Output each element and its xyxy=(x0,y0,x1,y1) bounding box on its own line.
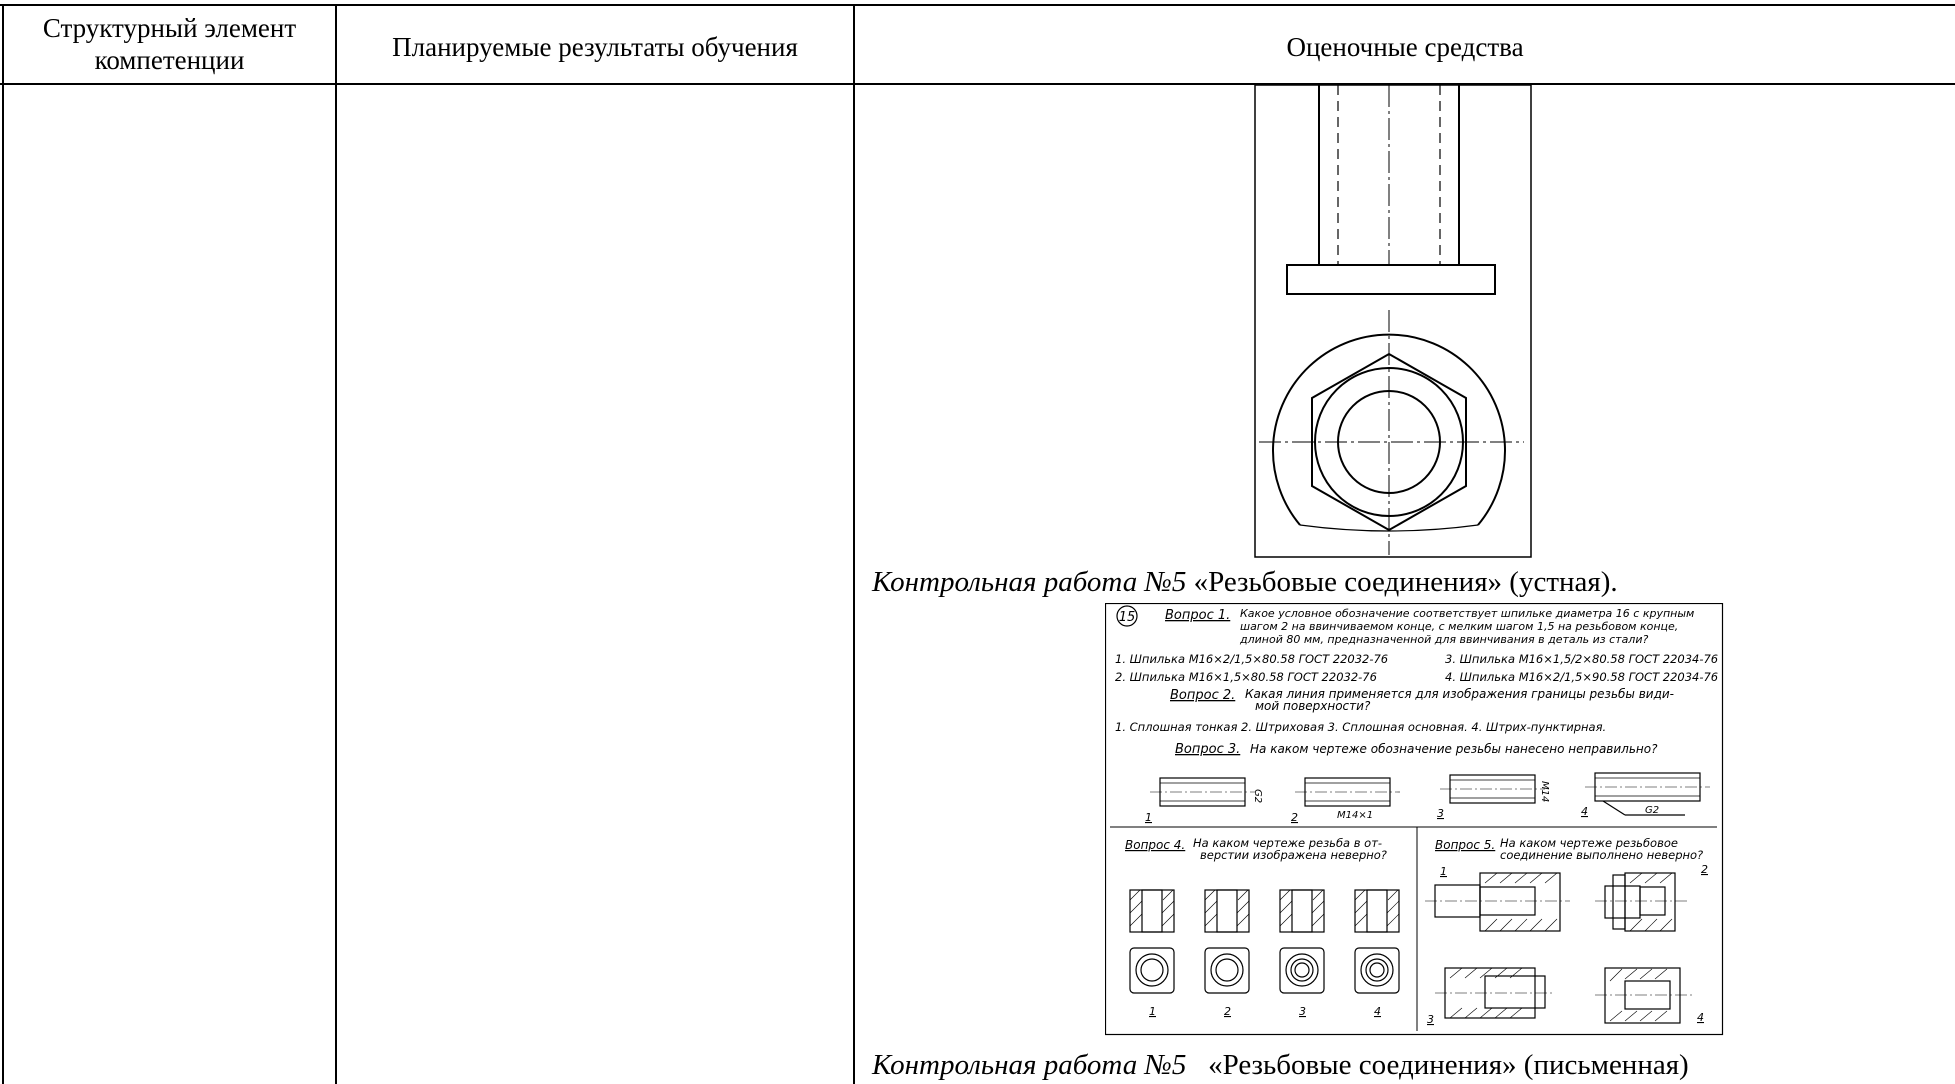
q5-text-line1: На каком чертеже резьбовое xyxy=(1500,836,1678,850)
header-bottom-border xyxy=(0,83,1955,85)
q4-number-1: 1 xyxy=(1149,1005,1156,1018)
caption-written-test-subtitle: «Резьбовые соединения» (письменная) xyxy=(1186,1049,1689,1081)
table-top-border xyxy=(0,4,1955,6)
q1-text-line1: Какое условное обозначение соответствует… xyxy=(1240,607,1694,620)
q4-nut-drawings xyxy=(1129,889,1400,994)
q2-options: 1. Сплошная тонкая 2. Штриховая 3. Сплош… xyxy=(1115,720,1606,734)
q1-option-3: 3. Шпилька М16×1,5/2×80.58 ГОСТ 22034-76 xyxy=(1445,652,1718,666)
q5-number-3: 3 xyxy=(1427,1013,1434,1026)
q1-label: Вопрос 1. xyxy=(1165,608,1230,623)
q3-number-1: 1 xyxy=(1145,811,1152,824)
q3-mark-1: G2 xyxy=(1252,789,1263,803)
q4-number-4: 4 xyxy=(1374,1005,1381,1018)
q4-hatching xyxy=(1129,889,1400,927)
q1-text-line3: длиной 80 мм, предназначенной для ввинчи… xyxy=(1239,633,1648,646)
q1-text-line2: шагом 2 на ввинчиваемом конце, с мелким … xyxy=(1240,620,1678,633)
q3-label: Вопрос 3. xyxy=(1175,742,1240,757)
q5-text-line2: соединение выполнено неверно? xyxy=(1500,848,1703,862)
worksheet-number: 15 xyxy=(1119,610,1136,625)
caption-written-test: Контрольная работа №5 «Резьбовые соедине… xyxy=(872,1048,1689,1082)
q2-text-line1: Какая линия применяется для изображения … xyxy=(1245,687,1674,701)
q4-number-2: 2 xyxy=(1224,1005,1231,1018)
bolt-drawing xyxy=(1254,85,1532,558)
q5-center-lines xyxy=(1425,900,1695,996)
q5-number-2: 2 xyxy=(1701,863,1708,876)
header-col1-line1: Структурный элемент xyxy=(42,13,297,43)
q3-number-4: 4 xyxy=(1581,805,1588,818)
caption-written-test-title: Контрольная работа №5 xyxy=(872,1049,1187,1081)
q4-text-line1: На каком чертеже резьба в от- xyxy=(1193,836,1382,850)
q5-label: Вопрос 5. xyxy=(1435,838,1495,852)
caption-oral-test-title: Контрольная работа №5 xyxy=(872,566,1187,598)
q3-mark-3: M14 xyxy=(1539,781,1550,802)
q4-number-3: 3 xyxy=(1299,1005,1306,1018)
q1-option-1: 1. Шпилька М16×2/1,5×80.58 ГОСТ 22032-76 xyxy=(1115,652,1388,666)
q5-number-4: 4 xyxy=(1697,1011,1704,1024)
q1-option-4: 4. Шпилька М16×2/1,5×90.58 ГОСТ 22034-76 xyxy=(1445,670,1718,684)
caption-oral-test: Контрольная работа №5 «Резьбовые соедине… xyxy=(872,565,1618,599)
table-left-border xyxy=(2,4,4,1084)
header-assessment-tools: Оценочные средства xyxy=(1286,32,1524,62)
q2-text-line2: мой поверхности? xyxy=(1255,699,1371,713)
caption-oral-test-subtitle: «Резьбовые соединения» (устная). xyxy=(1186,566,1618,598)
header-structural-element: Структурный элемент компетенции xyxy=(4,12,335,76)
column-divider-2 xyxy=(853,4,855,1084)
header-col1-line2: компетенции xyxy=(94,45,245,75)
q5-number-1: 1 xyxy=(1440,865,1447,878)
q5-hatching xyxy=(1449,872,1673,1022)
q3-number-2: 2 xyxy=(1291,811,1298,824)
header-planned-results: Планируемые результаты обучения xyxy=(392,32,798,62)
q4-label: Вопрос 4. xyxy=(1125,838,1185,852)
q2-label: Вопрос 2. xyxy=(1170,688,1235,703)
q3-text: На каком чертеже обозначение резьбы нане… xyxy=(1250,742,1658,756)
column-divider-1 xyxy=(335,4,337,1084)
q1-option-2: 2. Шпилька М16×1,5×80.58 ГОСТ 22032-76 xyxy=(1115,670,1377,684)
q3-rods xyxy=(1150,772,1710,816)
worksheet-scan: 15 Вопрос 1. Какое условное обозначение … xyxy=(1105,603,1724,1036)
q3-mark-2: M14×1 xyxy=(1337,810,1373,821)
q4-text-line2: верстии изображена неверно? xyxy=(1200,848,1387,862)
q3-mark-4: G2 xyxy=(1645,805,1659,816)
q3-number-3: 3 xyxy=(1437,807,1444,820)
